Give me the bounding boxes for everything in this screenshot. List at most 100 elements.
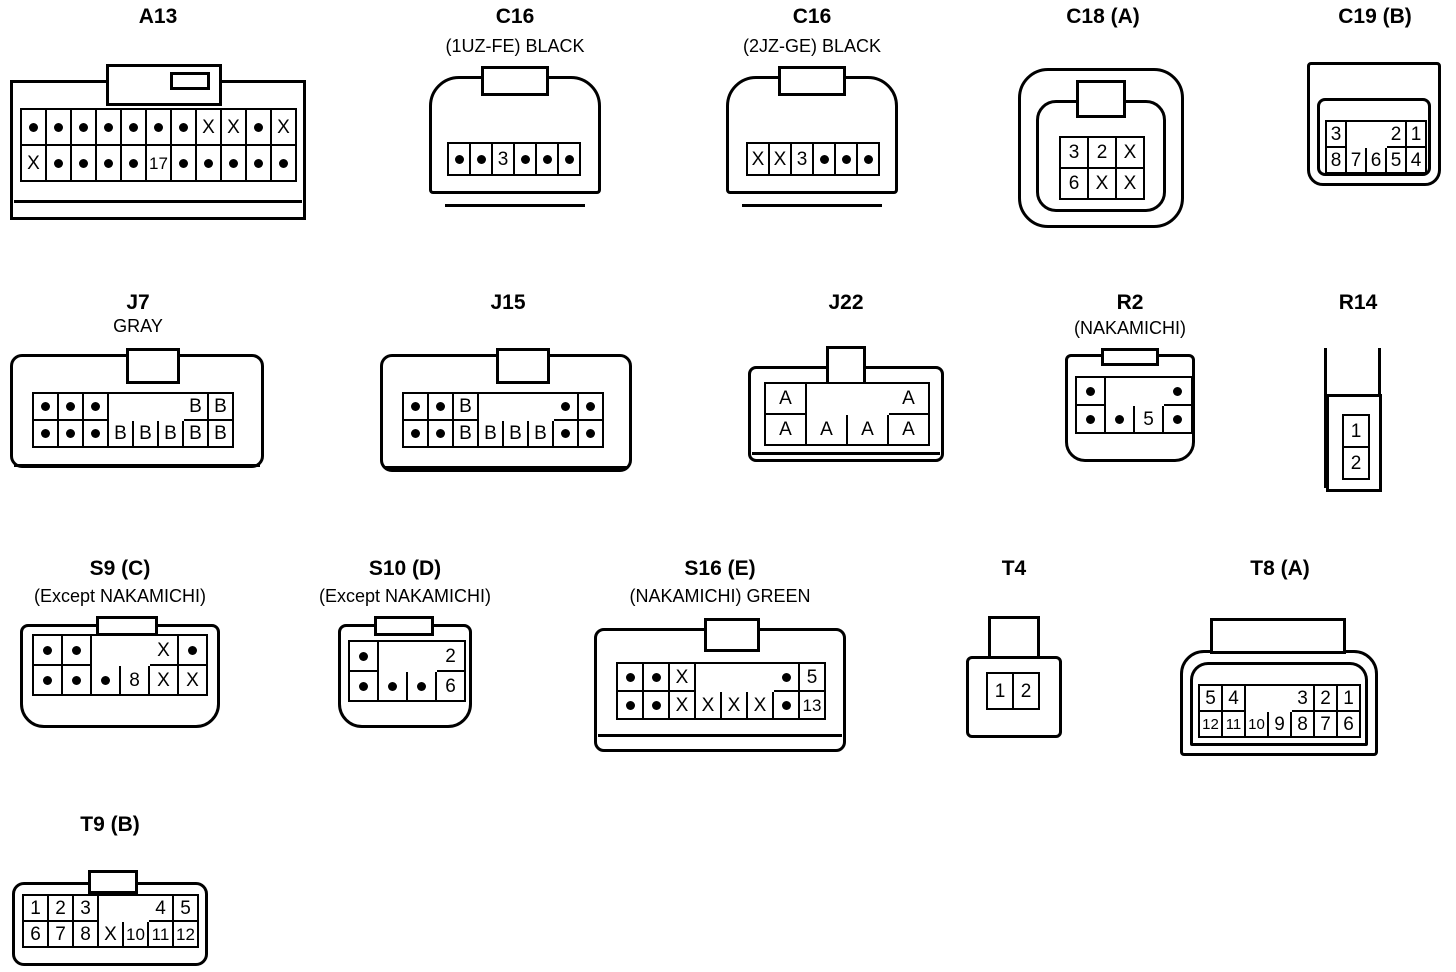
connector-subtitle: (NAKAMICHI) GREEN bbox=[629, 586, 811, 606]
connector-face bbox=[1190, 662, 1368, 746]
terminal-cavity bbox=[449, 144, 471, 176]
terminal-cavity bbox=[84, 394, 109, 421]
connector-title: J15 bbox=[490, 291, 526, 314]
terminal-cavity bbox=[272, 146, 297, 182]
terminal-cavity bbox=[644, 664, 670, 692]
terminal-cavity bbox=[124, 896, 149, 922]
terminal-cavity: B bbox=[454, 394, 479, 421]
terminal-cavity bbox=[471, 144, 493, 176]
terminal-cavity bbox=[34, 421, 59, 448]
terminal-cavity: 4 bbox=[1407, 148, 1427, 174]
terminal-cavity bbox=[529, 394, 554, 421]
connector-title: C18 (A) bbox=[1066, 5, 1140, 28]
housing-rib bbox=[384, 466, 628, 469]
connector-title: A13 bbox=[138, 5, 178, 28]
terminal-cavity: 5 bbox=[1387, 148, 1407, 174]
cavity-grid: 3 bbox=[447, 142, 581, 176]
terminal-cavity: 1 bbox=[988, 674, 1014, 710]
terminal-cavity bbox=[1164, 406, 1193, 434]
connector-r2: R2 (NAKAMICHI) 5 bbox=[1065, 290, 1195, 470]
terminal-cavity: 6 bbox=[24, 922, 49, 948]
cavity-grid: 5 bbox=[1075, 376, 1193, 434]
terminal-cavity: 3 bbox=[1061, 138, 1089, 169]
connector-title: T8 (A) bbox=[1250, 557, 1310, 580]
terminal-cavity bbox=[579, 421, 604, 448]
terminal-cavity bbox=[1367, 122, 1387, 148]
lock-tab bbox=[826, 346, 866, 388]
terminal-cavity bbox=[1106, 378, 1135, 406]
connector-title: R14 bbox=[1338, 291, 1378, 314]
terminal-cavity bbox=[504, 394, 529, 421]
terminal-cavity: 6 bbox=[1338, 712, 1361, 738]
terminal-cavity bbox=[537, 144, 559, 176]
terminal-cavity: 10 bbox=[124, 922, 149, 948]
terminal-cavity: X bbox=[670, 692, 696, 720]
terminal-cavity: X bbox=[222, 110, 247, 146]
terminal-cavity: 2 bbox=[437, 642, 466, 672]
connector-title: S16 (E) bbox=[684, 557, 756, 580]
terminal-cavity bbox=[122, 146, 147, 182]
terminal-cavity: 3 bbox=[1292, 686, 1315, 712]
terminal-cavity bbox=[59, 394, 84, 421]
terminal-cavity: 11 bbox=[149, 922, 174, 948]
terminal-cavity bbox=[197, 146, 222, 182]
terminal-cavity: 12 bbox=[174, 922, 199, 948]
connector-title: S9 (C) bbox=[89, 557, 151, 580]
terminal-cavity: 11 bbox=[1223, 712, 1246, 738]
terminal-cavity bbox=[92, 636, 121, 666]
terminal-cavity bbox=[350, 672, 379, 702]
connector-title: T4 bbox=[1001, 557, 1027, 580]
terminal-cavity: 2 bbox=[1344, 448, 1370, 480]
terminal-cavity: 13 bbox=[800, 692, 826, 720]
terminal-cavity bbox=[554, 394, 579, 421]
terminal-cavity bbox=[774, 664, 800, 692]
terminal-cavity bbox=[479, 394, 504, 421]
housing-rib bbox=[752, 452, 940, 455]
terminal-cavity bbox=[404, 421, 429, 448]
terminal-cavity bbox=[836, 144, 858, 176]
terminal-cavity bbox=[22, 110, 47, 146]
terminal-cavity bbox=[34, 636, 63, 666]
terminal-cavity: A bbox=[766, 415, 807, 446]
lock-tab bbox=[778, 66, 846, 96]
terminal-cavity: 3 bbox=[74, 896, 99, 922]
terminal-cavity: 2 bbox=[1387, 122, 1407, 148]
housing-rib bbox=[14, 464, 260, 467]
terminal-cavity bbox=[554, 421, 579, 448]
terminal-cavity: A bbox=[889, 415, 930, 446]
terminal-cavity: 6 bbox=[437, 672, 466, 702]
terminal-cavity: 8 bbox=[74, 922, 99, 948]
connector-title: C16 bbox=[495, 5, 535, 28]
terminal-cavity bbox=[379, 672, 408, 702]
lock-tab bbox=[704, 618, 760, 652]
terminal-cavity: B bbox=[109, 421, 134, 448]
terminal-cavity: 4 bbox=[1223, 686, 1246, 712]
terminal-cavity bbox=[172, 146, 197, 182]
terminal-cavity bbox=[1077, 378, 1106, 406]
terminal-cavity: B bbox=[184, 421, 209, 448]
terminal-cavity bbox=[814, 144, 836, 176]
terminal-cavity: 10 bbox=[1246, 712, 1269, 738]
terminal-cavity bbox=[429, 421, 454, 448]
lock-tab bbox=[126, 348, 180, 384]
lock-tab bbox=[374, 616, 434, 636]
connector-title: T9 (B) bbox=[80, 813, 140, 836]
terminal-cavity bbox=[134, 394, 159, 421]
terminal-cavity: B bbox=[454, 421, 479, 448]
terminal-cavity: B bbox=[529, 421, 554, 448]
connector-subtitle: (Except NAKAMICHI) bbox=[33, 586, 207, 606]
terminal-cavity bbox=[408, 642, 437, 672]
terminal-cavity bbox=[748, 664, 774, 692]
terminal-cavity: 2 bbox=[1014, 674, 1040, 710]
terminal-cavity: B bbox=[184, 394, 209, 421]
